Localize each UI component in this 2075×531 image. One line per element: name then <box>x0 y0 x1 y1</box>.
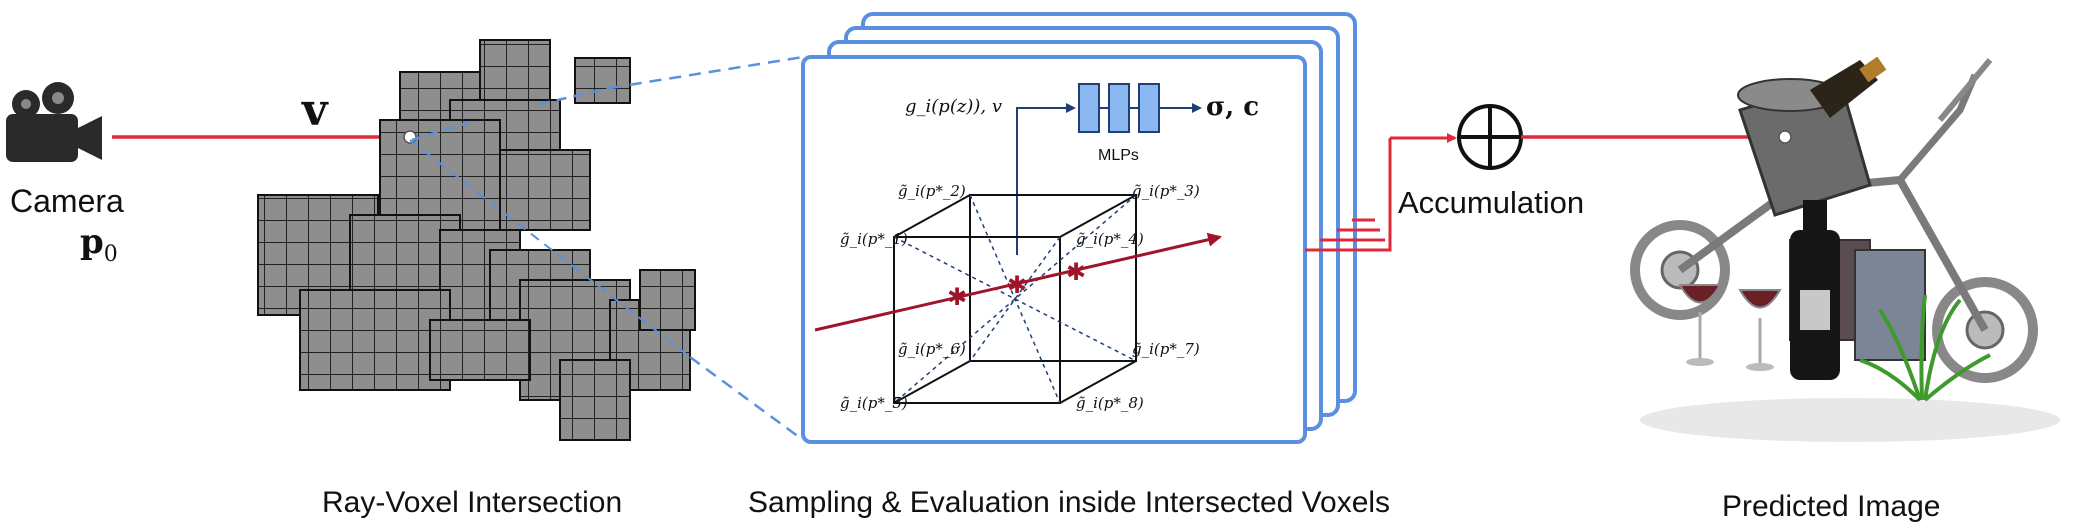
video-camera-icon <box>6 82 102 162</box>
camera-position-label: p0 <box>80 222 118 267</box>
accumulation-label: Accumulation <box>1398 185 1585 220</box>
corner-label-7: g̃_i(p*_7) <box>1132 340 1200 358</box>
panel-to-accumulation-lines <box>1305 138 1392 252</box>
ray-direction-symbol: v <box>301 85 329 136</box>
camera-label: Camera <box>10 183 124 219</box>
svg-text:✱: ✱ <box>1007 271 1027 299</box>
circle-plus-icon <box>1457 104 1523 170</box>
svg-text:✱: ✱ <box>1066 258 1086 286</box>
ray-path-lower-dashed <box>409 139 691 358</box>
stacked-sample-panels <box>801 12 1357 444</box>
corner-label-1: g̃_i(p*_1) <box>840 230 908 248</box>
zoom-connector-top <box>609 55 804 90</box>
zoom-connector-bottom <box>689 355 804 442</box>
sample-ray-arrow <box>814 232 1222 332</box>
mlp-output-label: σ, c <box>1206 92 1260 122</box>
mlp-input-label: g_i(p(z)), v <box>905 96 1002 117</box>
corner-label-2: g̃_i(p*_2) <box>898 182 966 200</box>
predicted-image-render <box>1630 56 2060 442</box>
sample-point-markers: ✱ ✱ ✱ <box>947 258 1086 311</box>
corner-label-6: g̃_i(p*_6) <box>898 340 966 358</box>
feature-to-mlp-arrow <box>1016 103 1076 255</box>
voxel-section-caption: Ray-Voxel Intersection <box>322 486 623 519</box>
corner-label-4: g̃_i(p*_4) <box>1076 230 1144 248</box>
mlp-block <box>1078 83 1160 133</box>
mlp-label: MLPs <box>1098 147 1139 164</box>
voxel-cube <box>893 194 1137 404</box>
svg-text:✱: ✱ <box>947 283 967 311</box>
output-section-caption: Predicted Image <box>1722 490 1941 523</box>
corner-label-8: g̃_i(p*_8) <box>1076 394 1144 412</box>
camera-position-symbol: p <box>80 222 104 262</box>
ray-path-dashed <box>411 86 611 142</box>
camera-position-subscript: 0 <box>103 241 118 267</box>
corner-label-5: g̃_i(p*_5) <box>840 394 908 412</box>
sampling-section-caption: Sampling & Evaluation inside Intersected… <box>748 486 1391 519</box>
sparse-voxel-grid <box>257 39 696 441</box>
cube-diagonals <box>893 194 1137 404</box>
corner-label-3: g̃_i(p*_3) <box>1132 182 1200 200</box>
